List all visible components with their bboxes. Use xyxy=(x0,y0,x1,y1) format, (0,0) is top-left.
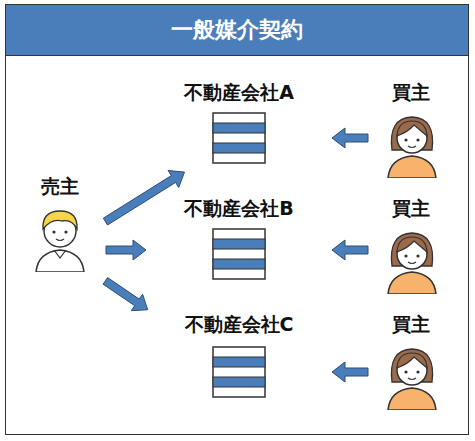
agency-box: 不動産会社A xyxy=(150,80,328,170)
node-label: 買主 xyxy=(372,312,450,336)
seller-person xyxy=(28,202,92,272)
node-label: 不動産会社A xyxy=(150,80,328,104)
node-label: 買主 xyxy=(372,196,450,220)
arrow-shape xyxy=(103,278,148,311)
node-label: 買主 xyxy=(372,80,450,104)
buyer-node: 買主 xyxy=(372,312,450,412)
node-label: 不動産会社C xyxy=(150,312,328,336)
buyer-person xyxy=(380,108,444,178)
arrow-shape xyxy=(103,171,184,226)
block-arrow xyxy=(106,240,146,260)
block-arrow xyxy=(332,240,368,260)
buyer-node: 買主 xyxy=(372,196,450,296)
arrow-shape xyxy=(106,240,146,260)
arrow-shape xyxy=(332,240,368,260)
agency-box: 不動産会社B xyxy=(150,196,328,288)
listing-icon xyxy=(212,346,266,398)
agency-box: 不動産会社C xyxy=(150,312,328,406)
block-arrow xyxy=(332,128,368,148)
buyer-node: 買主 xyxy=(372,80,450,180)
block-arrow xyxy=(332,362,368,382)
arrow-shape xyxy=(332,362,368,382)
node-label: 不動産会社B xyxy=(150,196,328,220)
buyer-person xyxy=(380,224,444,294)
arrow-shape xyxy=(332,128,368,148)
title-band: 一般媒介契約 xyxy=(5,4,469,56)
listing-icon xyxy=(212,112,266,164)
diagram-title: 一般媒介契約 xyxy=(6,5,468,54)
buyer-person xyxy=(380,340,444,410)
block-arrow xyxy=(103,278,148,311)
block-arrow xyxy=(103,171,184,226)
node-label: 売主 xyxy=(18,174,102,198)
seller-node: 売主 xyxy=(18,174,102,286)
listing-icon xyxy=(212,228,266,280)
